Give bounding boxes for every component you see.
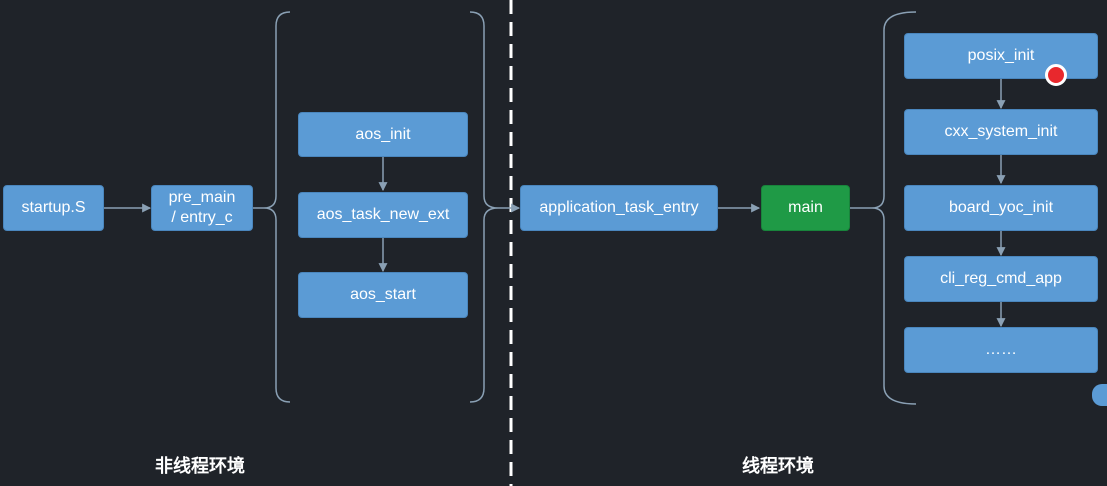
node-aos-init: aos_init — [298, 112, 468, 157]
node-aos-init-label: aos_init — [355, 125, 411, 143]
left-group-close-bracket — [469, 11, 499, 403]
node-posix-init: posix_init — [904, 33, 1098, 79]
node-application-task-entry: application_task_entry — [520, 185, 718, 231]
node-board-yoc-init-label: board_yoc_init — [948, 199, 1054, 216]
node-cxx-system-init: cxx_system_init — [904, 109, 1098, 155]
left-group-open-bracket — [263, 11, 291, 403]
node-cxx-system-init-label: cxx_system_init — [944, 123, 1058, 140]
node-startup-label: startup.S — [21, 199, 86, 216]
label-thread-env: 线程环境 — [742, 456, 814, 477]
label-non-thread-env: 非线程环境 — [155, 456, 245, 477]
node-pre-main-label-line1: pre_main — [168, 189, 236, 206]
node-posix-init-label: posix_init — [967, 47, 1035, 64]
node-main: main — [761, 185, 850, 231]
node-ellipsis-label: …… — [985, 341, 1017, 358]
edge-shape — [1092, 384, 1107, 406]
node-cli-reg-cmd-app: cli_reg_cmd_app — [904, 256, 1098, 302]
node-board-yoc-init: board_yoc_init — [904, 185, 1098, 231]
pointer-cursor-icon — [1045, 64, 1067, 86]
node-cli-reg-cmd-app-label: cli_reg_cmd_app — [940, 270, 1062, 287]
node-pre-main-label-line2: / entry_c — [171, 209, 233, 226]
node-startup: startup.S — [3, 185, 104, 231]
node-application-task-entry-label: application_task_entry — [539, 199, 699, 216]
node-pre-main: pre_main / entry_c — [151, 185, 253, 231]
node-ellipsis: …… — [904, 327, 1098, 373]
node-aos-task-new-ext: aos_task_new_ext — [298, 192, 468, 238]
node-aos-start-label: aos_start — [350, 286, 416, 303]
node-aos-start: aos_start — [298, 272, 468, 318]
node-main-label: main — [788, 199, 823, 216]
node-aos-task-new-ext-label: aos_task_new_ext — [316, 206, 450, 223]
